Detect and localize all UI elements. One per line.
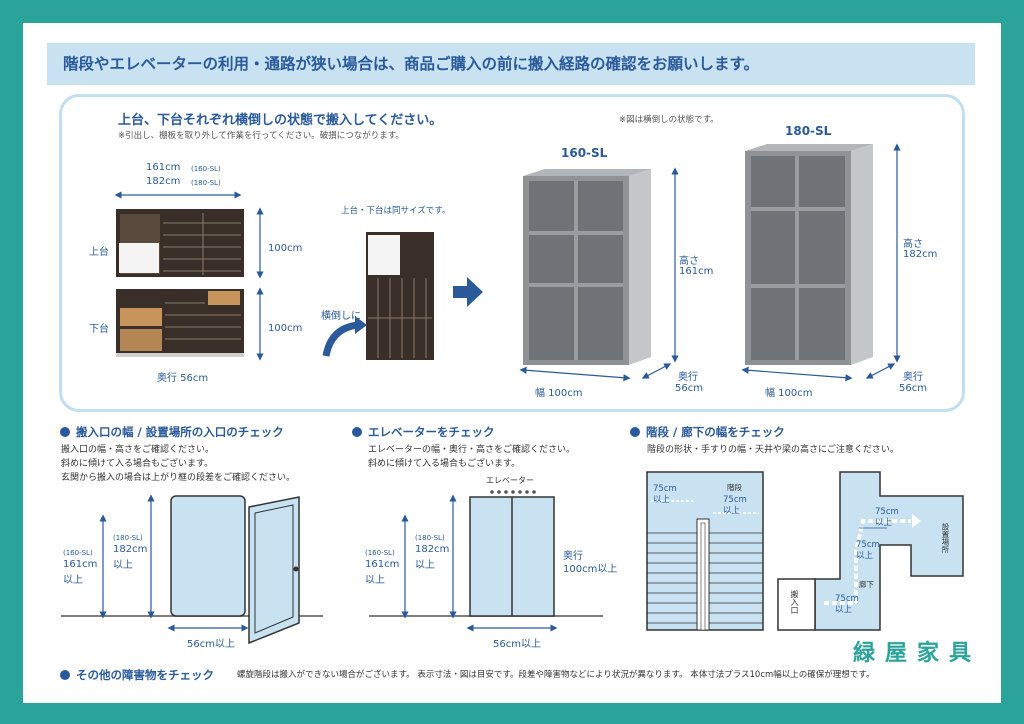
tag-180: (180-SL) — [191, 179, 221, 187]
height-180: 182cm — [903, 249, 938, 260]
width-100-b: 幅 100cm — [765, 388, 813, 399]
width-100-a: 幅 100cm — [535, 388, 583, 399]
elevator-title: エレベーターをチェック — [352, 424, 495, 440]
elev-tag-180: (180-SL) — [415, 534, 445, 542]
upper-label: 上台 — [89, 247, 109, 258]
lay-down-label: 横倒しに — [321, 311, 361, 322]
ent-val-160: 161cm — [63, 559, 98, 570]
banner: 階段やエレベーターの利用・通路が狭い場合は、商品ご購入の前に搬入経路の確認をお願… — [47, 43, 975, 85]
top-heading: 上台、下台それぞれ横倒しの状態で搬入してください。 — [118, 113, 443, 128]
height-label-160: 高さ — [679, 256, 699, 267]
elev-ijo-180: 以上 — [415, 560, 435, 571]
ent-ijo-160: 以上 — [63, 575, 83, 586]
model-160: 160-SL — [561, 146, 608, 160]
elev-depth-label: 奥行 — [563, 551, 583, 562]
ent-val-180: 182cm — [113, 544, 148, 555]
ent-width: 56cm以上 — [187, 639, 235, 650]
arrow-right-icon — [453, 277, 483, 307]
elev-val-160: 161cm — [365, 559, 400, 570]
depth-val-b: 56cm — [899, 383, 927, 394]
stairs-label: 階段 — [727, 483, 742, 492]
lower-label: 下台 — [89, 324, 109, 335]
elevator-text: エレベーターの幅・奥行・高さをご確認ください。 斜めに傾けて入る場合もございます… — [368, 445, 576, 469]
other-text: 螺旋階段は搬入ができない場合がございます。 表示寸法・図は目安です。段差や障害物… — [237, 670, 875, 680]
top-panel — [59, 94, 965, 412]
shelf-160-image — [523, 169, 651, 365]
elev-val-180: 182cm — [415, 544, 450, 555]
elev-ijo-160: 以上 — [365, 575, 385, 586]
page: 階段やエレベーターの利用・通路が狭い場合は、商品ご購入の前に搬入経路の確認をお願… — [23, 23, 1001, 703]
height-label-180: 高さ — [903, 239, 923, 250]
elev-depth-val: 100cm以上 — [563, 564, 618, 575]
top-note: ※引出し、棚板を取り外して作業を行ってください。破損につながります。 — [118, 131, 404, 141]
ent-ijo-180: 以上 — [113, 560, 133, 571]
same-size-note: 上台・下台は同サイズです。 — [341, 206, 451, 216]
entrance-text: 搬入口の幅・高さをご確認ください。 斜めに傾けて入る場合もございます。 玄関から… — [61, 445, 296, 483]
depth-56: 奥行 56cm — [157, 373, 209, 384]
ent-tag-180: (180-SL) — [113, 534, 143, 542]
other-title: その他の障害物をチェック — [60, 667, 214, 683]
width-161: 161cm — [146, 162, 181, 173]
entrance-title: 搬入口の幅 / 設置場所の入口のチェック — [60, 424, 284, 440]
depth-val-a: 56cm — [675, 383, 703, 394]
lying-unit-image — [366, 232, 434, 360]
elev-width: 56cm以上 — [493, 639, 541, 650]
depth-label-a: 奥行 — [678, 372, 698, 383]
entrance-label: 搬入口 — [790, 590, 799, 614]
figure-note: ※図は横倒しの状態です。 — [619, 115, 719, 125]
depth-label-b: 奥行 — [903, 372, 923, 383]
tag-160: (160-SL) — [191, 165, 221, 173]
model-180: 180-SL — [785, 124, 832, 138]
elev-label: エレベーター — [486, 476, 534, 485]
hall-label: 廊下 — [859, 580, 874, 589]
lower-unit-image — [116, 289, 244, 357]
height-upper: 100cm — [268, 243, 303, 254]
brand-logo: 緑屋家具 — [853, 640, 982, 666]
shelf-180-image — [745, 144, 873, 365]
elev-tag-160: (160-SL) — [365, 549, 395, 557]
top-illustrations — [114, 143, 901, 382]
bottom-illustrations — [61, 471, 964, 645]
stairs-title: 階段 / 廊下の幅をチェック — [630, 424, 785, 440]
ent-tag-160: (160-SL) — [63, 549, 93, 557]
stairs-text: 階段の形状・手すりの幅・天井や梁の高さにご注意ください。 — [647, 445, 899, 455]
height-lower: 100cm — [268, 323, 303, 334]
width-182: 182cm — [146, 176, 181, 187]
install-label: 設置場所 — [941, 523, 950, 553]
upper-unit-image — [116, 209, 244, 277]
height-160: 161cm — [679, 266, 714, 277]
